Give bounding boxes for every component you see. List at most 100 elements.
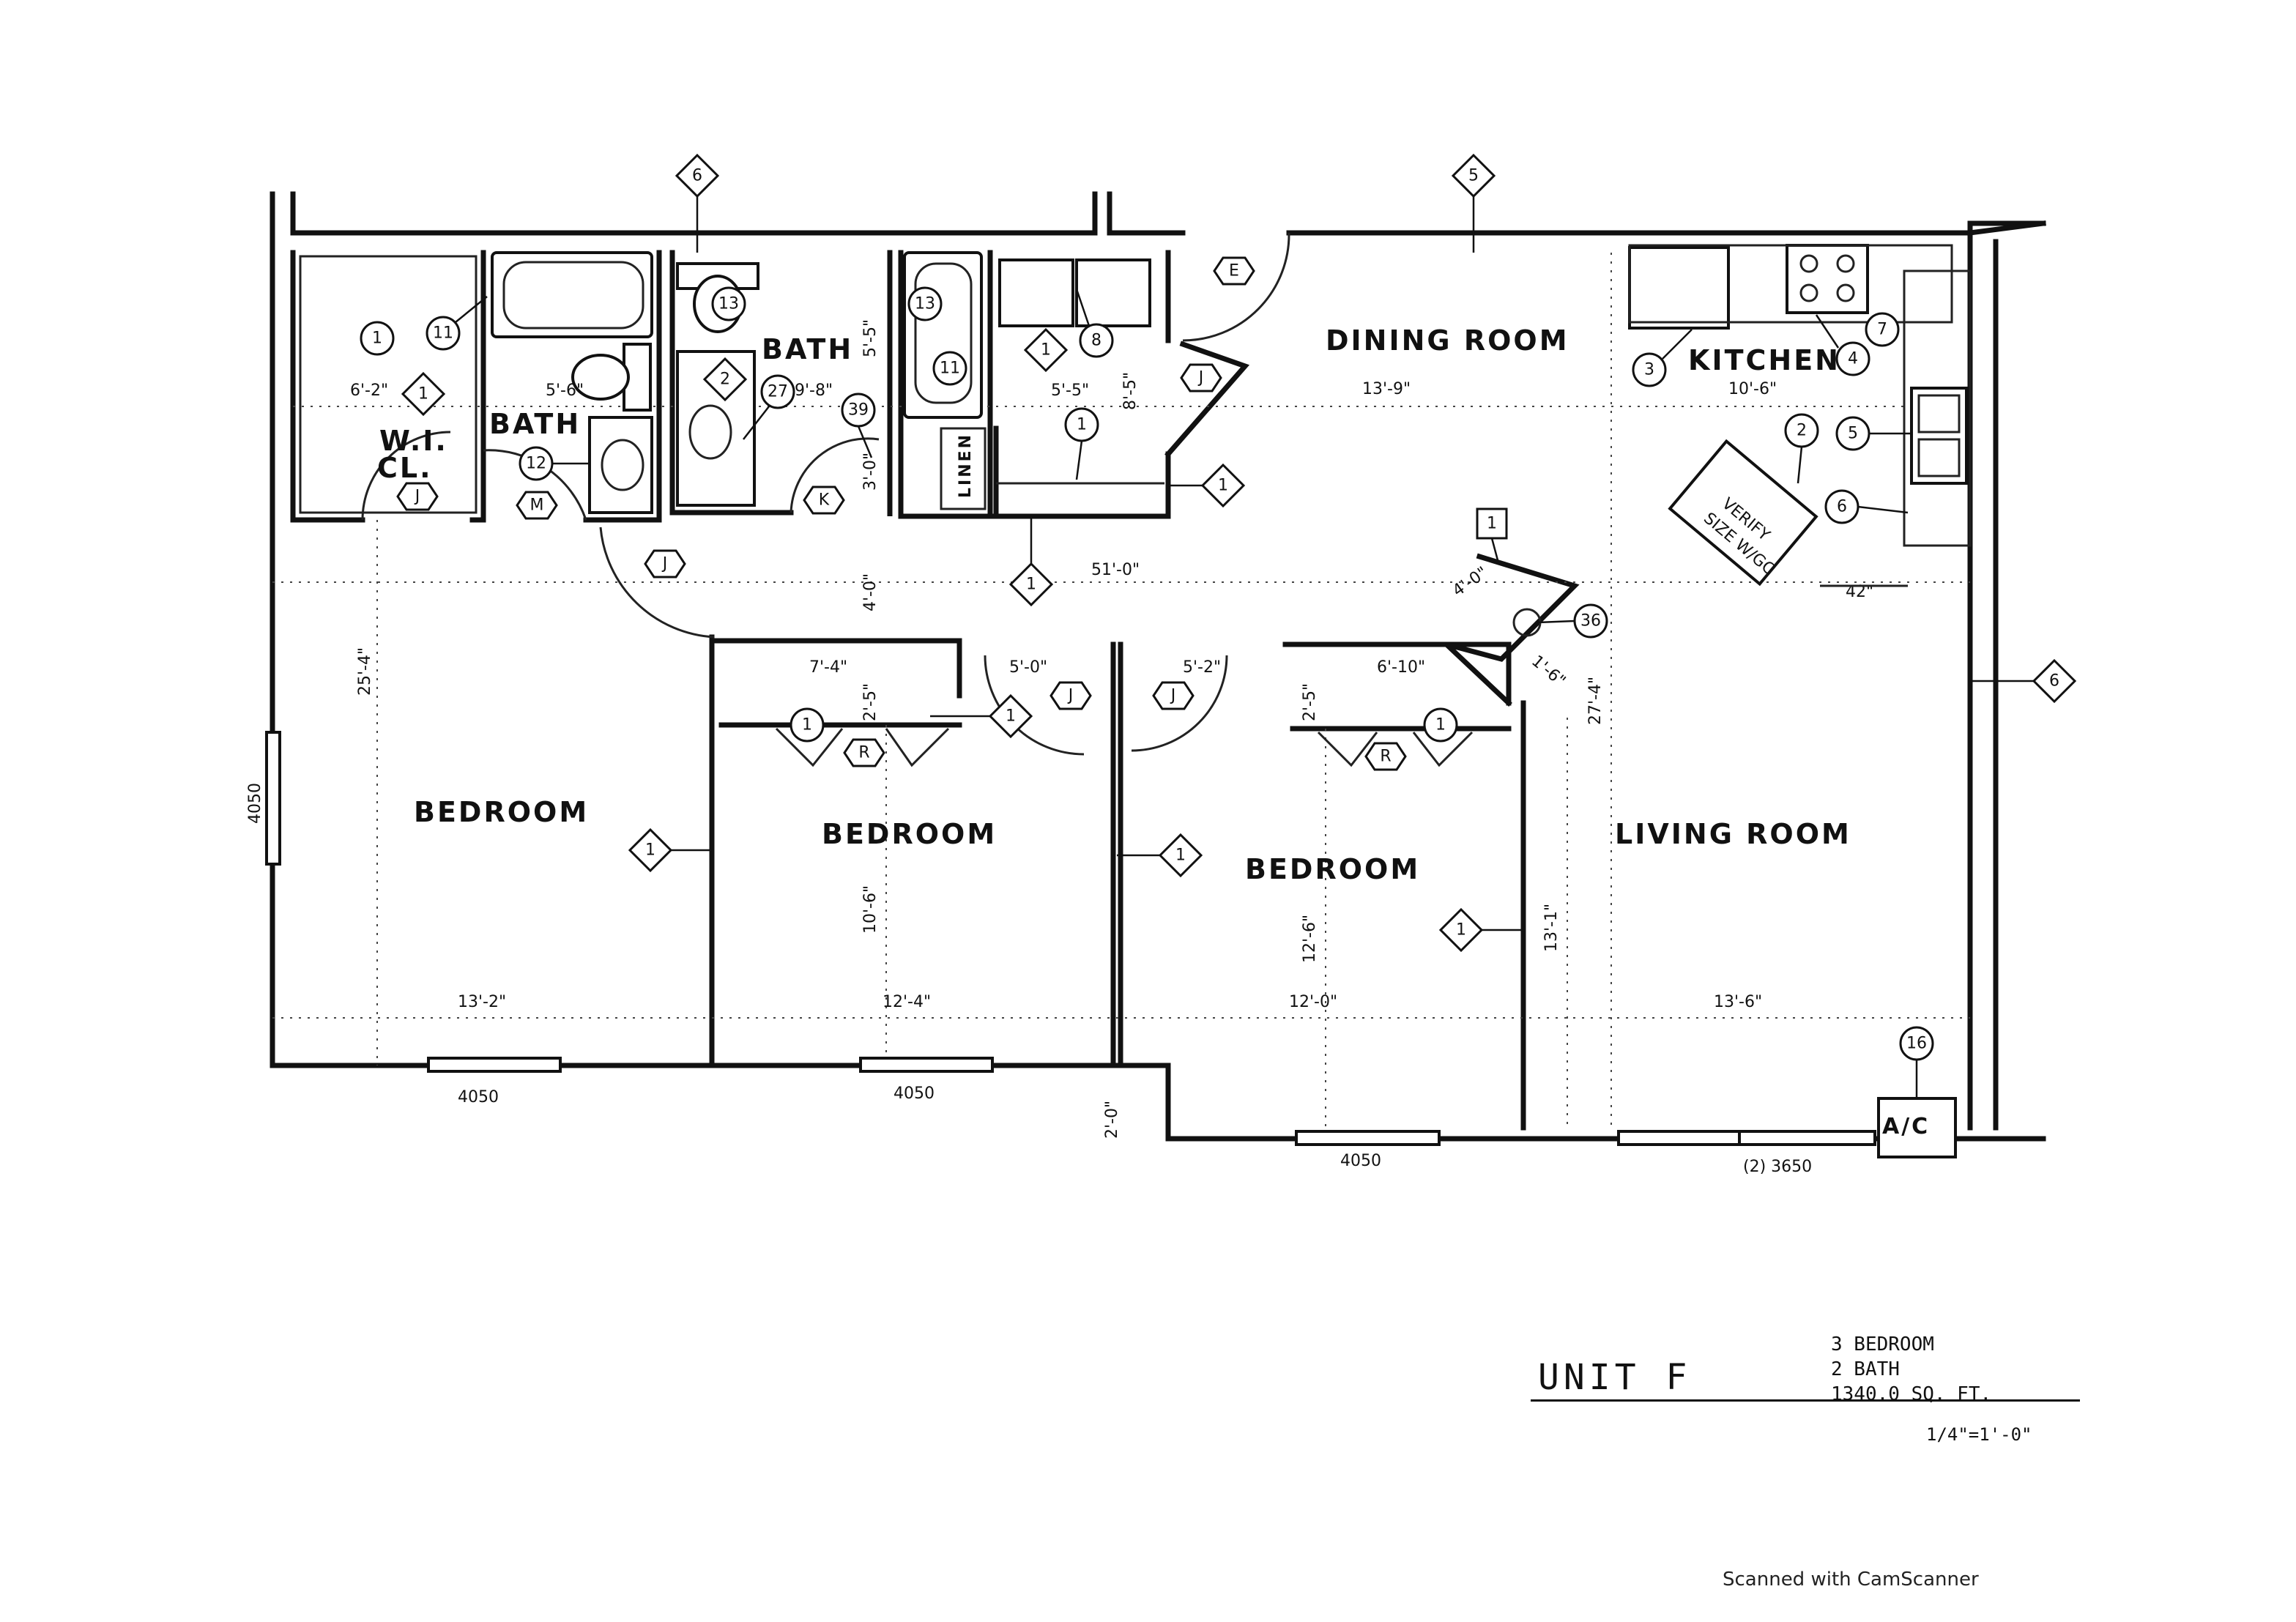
window-bedroom-2[interactable] bbox=[859, 1057, 994, 1073]
label-kitchen: KITCHEN bbox=[1688, 344, 1840, 376]
tag-circle-27[interactable]: 27 bbox=[743, 374, 795, 440]
dining-diag-wall bbox=[1164, 341, 1250, 458]
tag-circle-39[interactable]: 39 bbox=[841, 393, 876, 458]
tag-diamond-1-bed3[interactable]: 1 bbox=[1438, 907, 1523, 953]
ac-unit bbox=[1877, 1097, 1957, 1158]
svg-text:16: 16 bbox=[1906, 1035, 1927, 1053]
tag-circle-12[interactable]: 12 bbox=[519, 446, 590, 481]
unit-area: 1340.0 SQ. FT. bbox=[1831, 1383, 1992, 1405]
svg-text:12: 12 bbox=[526, 455, 546, 473]
svg-text:J: J bbox=[1170, 687, 1176, 705]
tag-circle-4[interactable]: 4 bbox=[1815, 314, 1870, 376]
closet-door-1[interactable] bbox=[775, 727, 844, 767]
bathtub-lower bbox=[491, 251, 653, 338]
tag-diamond-6-top[interactable]: 6 bbox=[675, 153, 720, 253]
dim-bath-lower-width: 5'-6" bbox=[546, 382, 584, 400]
range bbox=[1786, 244, 1869, 314]
tag-diamond-6-right[interactable]: 6 bbox=[1970, 658, 2077, 704]
tag-hex-R-bed2[interactable]: R bbox=[843, 738, 885, 767]
window-living-2[interactable] bbox=[1738, 1130, 1876, 1146]
kitchen-sink-basin-1 bbox=[1917, 394, 1961, 434]
exterior-wall-bottom-2 bbox=[1118, 1063, 1878, 1142]
tag-circle-11-upper[interactable]: 11 bbox=[932, 351, 967, 386]
svg-text:13: 13 bbox=[915, 295, 935, 313]
bathtub-upper-inner bbox=[914, 262, 973, 404]
refrigerator bbox=[1628, 246, 1730, 330]
title-block: 3 BEDROOM 2 BATH 1340.0 SQ. FT. UNIT F 1… bbox=[1531, 1329, 2087, 1461]
tag-hex-J-bed3[interactable]: J bbox=[1152, 681, 1195, 710]
tag-diamond-1-bath-upper[interactable]: 1 bbox=[1023, 327, 1069, 373]
windows bbox=[265, 731, 1876, 1146]
tag-circle-8[interactable]: 8 bbox=[1075, 289, 1114, 358]
title-rule bbox=[1531, 1399, 2080, 1402]
burner-2 bbox=[1836, 254, 1855, 273]
svg-text:J: J bbox=[1067, 687, 1074, 705]
tag-diamond-1-bed1[interactable]: 1 bbox=[628, 827, 712, 873]
tag-hex-M[interactable]: M bbox=[516, 491, 558, 520]
tag-circle-2[interactable]: 2 bbox=[1784, 413, 1819, 484]
tag-diamond-1-bed2[interactable]: 1 bbox=[1117, 833, 1203, 878]
window-bedroom-3[interactable] bbox=[1295, 1130, 1441, 1146]
tag-hex-J-dining[interactable]: J bbox=[1180, 363, 1222, 393]
tag-circle-1-closet[interactable]: 1 bbox=[1064, 407, 1099, 480]
tag-diamond-2-bath[interactable]: 2 bbox=[702, 357, 748, 402]
window-living-1[interactable] bbox=[1617, 1130, 1741, 1146]
svg-text:1: 1 bbox=[1218, 477, 1228, 495]
linen-wall bbox=[898, 250, 999, 519]
label-wic-2: CL. bbox=[377, 452, 433, 484]
tag-circle-6[interactable]: 6 bbox=[1824, 489, 1909, 524]
closet-door-4[interactable] bbox=[1412, 731, 1474, 767]
window-left[interactable] bbox=[265, 731, 281, 866]
door-bath-upper[interactable] bbox=[790, 437, 880, 513]
window-label-bed2: 4050 bbox=[893, 1085, 935, 1103]
dim-hall-width: 4'-0" bbox=[861, 573, 880, 611]
closet-door-2[interactable] bbox=[885, 727, 950, 767]
svg-text:6: 6 bbox=[1837, 498, 1847, 516]
door-bedroom-3[interactable] bbox=[1131, 655, 1228, 752]
svg-text:5: 5 bbox=[1848, 425, 1858, 443]
svg-text:1: 1 bbox=[1435, 716, 1446, 734]
door-wic[interactable] bbox=[361, 431, 451, 521]
tag-circle-7[interactable]: 7 bbox=[1865, 312, 1900, 347]
svg-text:1: 1 bbox=[1175, 847, 1186, 865]
tag-diamond-1-bed2-closet[interactable]: 1 bbox=[930, 693, 1033, 739]
tag-circle-36[interactable]: 36 bbox=[1537, 603, 1608, 639]
window-bedroom-1[interactable] bbox=[427, 1057, 562, 1073]
tag-circle-13-b[interactable]: 13 bbox=[907, 286, 943, 321]
tag-diamond-1-closet[interactable]: 1 bbox=[1168, 463, 1246, 508]
closet-door-3[interactable] bbox=[1317, 731, 1378, 767]
svg-text:1: 1 bbox=[372, 330, 382, 348]
tag-circle-13-a[interactable]: 13 bbox=[711, 286, 746, 321]
svg-text:1: 1 bbox=[1041, 341, 1051, 360]
kitchen-island bbox=[1668, 439, 1818, 587]
svg-text:R: R bbox=[858, 744, 869, 762]
door-entry[interactable] bbox=[1182, 232, 1290, 342]
tag-circle-3[interactable]: 3 bbox=[1632, 329, 1693, 387]
tag-circle-11-lower[interactable]: 11 bbox=[426, 296, 488, 351]
tag-diamond-5-top[interactable]: 5 bbox=[1451, 153, 1496, 253]
tag-square-1[interactable]: 1 bbox=[1476, 507, 1508, 561]
tag-circle-5[interactable]: 5 bbox=[1835, 416, 1913, 451]
tag-diamond-1-hall[interactable]: 1 bbox=[1008, 516, 1054, 607]
label-bedroom-3: BEDROOM bbox=[1245, 853, 1420, 885]
dim-living-depth: 27'-4" bbox=[1586, 677, 1605, 725]
tag-hex-K[interactable]: K bbox=[803, 486, 845, 515]
tag-circle-1-wic[interactable]: 1 bbox=[360, 321, 395, 356]
tag-circle-1-bed3[interactable]: 1 bbox=[1423, 707, 1458, 743]
tag-circle-1-bed2[interactable]: 1 bbox=[790, 707, 825, 743]
tag-hex-J-wic[interactable]: J bbox=[396, 482, 439, 511]
label-bedroom-1: BEDROOM bbox=[414, 796, 589, 828]
tag-circle-16[interactable]: 16 bbox=[1899, 1026, 1934, 1098]
dim-offset: 2'-0" bbox=[1103, 1101, 1121, 1139]
tag-diamond-1-wic[interactable]: 1 bbox=[401, 371, 446, 417]
door-bedroom-1[interactable] bbox=[599, 527, 715, 639]
tag-hex-E[interactable]: E bbox=[1213, 256, 1255, 286]
svg-text:27: 27 bbox=[768, 383, 788, 401]
tag-hex-R-bed3[interactable]: R bbox=[1364, 742, 1407, 771]
tag-hex-J-hall[interactable]: J bbox=[644, 549, 686, 579]
window-labels: 4050 4050 4050 4050 (2) 3650 bbox=[246, 783, 1812, 1176]
window-label-bed1: 4050 bbox=[458, 1088, 499, 1106]
keynote-tags: 6 5 6 1 2 1 1 bbox=[360, 153, 2077, 1098]
unit-title: UNIT F bbox=[1538, 1357, 1692, 1398]
tag-hex-J-bed2[interactable]: J bbox=[1049, 681, 1092, 710]
